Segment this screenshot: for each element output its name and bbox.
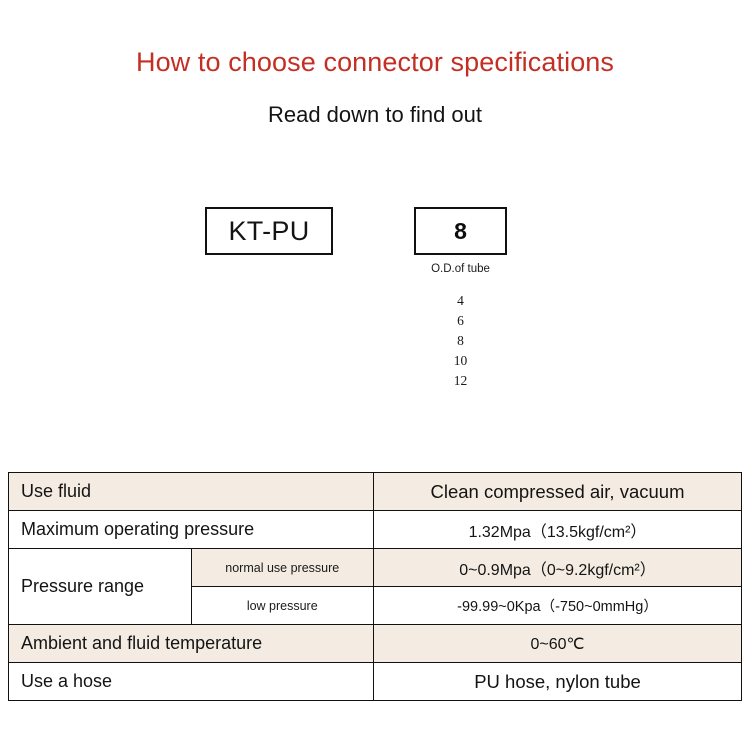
table-row: Maximum operating pressure 1.32Mpa（13.5k… bbox=[8, 510, 742, 549]
spec-value-use-a-hose: PU hose, nylon tube bbox=[373, 662, 742, 701]
page-subtitle: Read down to find out bbox=[267, 102, 483, 127]
list-item: 12 bbox=[453, 373, 468, 388]
table-row: Pressure range normal use pressure 0~0.9… bbox=[8, 548, 742, 625]
table-row: low pressure -99.99~0Kpa（-750~0mmHg） bbox=[9, 586, 742, 625]
spec-value-low-pressure: -99.99~0Kpa（-750~0mmHg） bbox=[373, 586, 742, 625]
tube-size-caption: O.D.of tube bbox=[431, 263, 490, 275]
table-row: Use fluid Clean compressed air, vacuum bbox=[8, 472, 742, 511]
spec-sublabel-normal-use-pressure: normal use pressure bbox=[190, 548, 374, 587]
tube-size-option-list: 4 6 8 10 12 bbox=[414, 291, 507, 391]
list-item: 6 bbox=[457, 313, 464, 328]
spec-label-use-fluid: Use fluid bbox=[8, 472, 374, 511]
series-code-box: KT-PU bbox=[205, 207, 333, 255]
spec-value-max-operating-pressure: 1.32Mpa（13.5kgf/cm²） bbox=[373, 510, 742, 549]
list-item: 4 bbox=[457, 293, 464, 308]
tube-size-value: 8 bbox=[454, 217, 467, 244]
spec-table-container: Use fluid Clean compressed air, vacuum M… bbox=[8, 472, 742, 701]
tube-size-box: 8 bbox=[414, 207, 507, 255]
list-item: 8 bbox=[457, 333, 464, 348]
spec-value-ambient-fluid-temperature: 0~60℃ bbox=[373, 624, 742, 663]
spec-value-use-fluid: Clean compressed air, vacuum bbox=[373, 472, 742, 511]
page-title: How to choose connector specifications bbox=[135, 47, 615, 77]
table-row: Use a hose PU hose, nylon tube bbox=[8, 662, 742, 701]
spec-label-max-operating-pressure: Maximum operating pressure bbox=[8, 510, 374, 549]
spec-label-pressure-range: Pressure range bbox=[8, 548, 192, 625]
spec-value-normal-use-pressure: 0~0.9Mpa（0~9.2kgf/cm²） bbox=[373, 548, 742, 587]
series-code-value: KT-PU bbox=[228, 215, 310, 246]
spec-label-ambient-fluid-temperature: Ambient and fluid temperature bbox=[8, 624, 374, 663]
table-row: Ambient and fluid temperature 0~60℃ bbox=[8, 624, 742, 663]
spec-sublabel-low-pressure: low pressure bbox=[190, 586, 374, 625]
spec-label-use-a-hose: Use a hose bbox=[8, 662, 374, 701]
spec-table: Use fluid Clean compressed air, vacuum M… bbox=[8, 472, 742, 701]
code-builder: KT-PU 8 O.D.of tube 4 6 8 10 12 bbox=[0, 207, 750, 407]
list-item: 10 bbox=[453, 353, 468, 368]
